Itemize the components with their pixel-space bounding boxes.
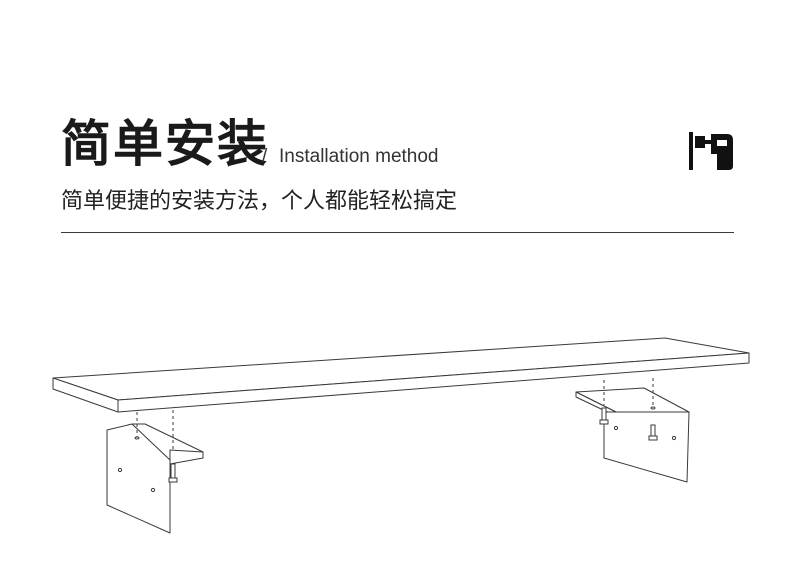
left-bracket-vertical-plate — [106, 423, 171, 534]
title-separator: / — [262, 146, 268, 167]
right-bracket-vertical-plate — [603, 411, 690, 483]
drill-icon — [689, 132, 733, 170]
page-title-english: Installation method — [279, 146, 439, 167]
header-divider — [61, 232, 734, 233]
shelf-board-side — [52, 377, 119, 413]
shelf-installation-illustration — [52, 337, 750, 534]
page-subtitle: 简单便捷的安装方法，个人都能轻松搞定 — [61, 189, 458, 214]
screws — [168, 407, 658, 483]
page-title: 简单安装 — [61, 115, 269, 173]
